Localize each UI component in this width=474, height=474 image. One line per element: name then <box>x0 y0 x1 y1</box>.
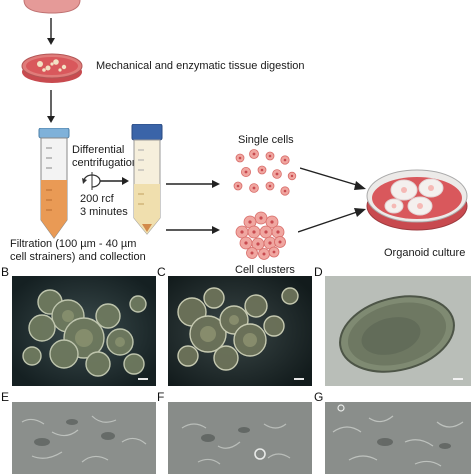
micrograph-panel-g <box>325 402 471 474</box>
top-dish-partial <box>23 0 81 14</box>
cell-clusters-label: Cell clusters <box>235 264 295 276</box>
organoid-dish <box>366 169 468 231</box>
rotation-icon <box>82 172 101 190</box>
single-cells-illustration <box>233 149 297 196</box>
panel-label-f: F <box>157 390 165 404</box>
panel-label-g: G <box>314 390 324 404</box>
time-label: 3 minutes <box>80 206 128 218</box>
micrograph-panel-c <box>168 276 312 386</box>
centrifuge-tube <box>131 124 163 235</box>
micrograph-panel-b <box>12 276 156 386</box>
panel-label-c: C <box>157 265 166 279</box>
panel-label-e: E <box>1 390 10 404</box>
panel-label-b: B <box>1 265 10 279</box>
micrograph-panel-f <box>168 402 312 474</box>
filtration-label-2: cell strainers) and collection <box>10 251 146 263</box>
filtration-label-1: Filtration (100 µm - 40 µm <box>10 238 137 250</box>
arrow-to-clusters-icon <box>166 226 220 234</box>
single-cells-label: Single cells <box>238 134 294 146</box>
micrograph-panel-e <box>12 402 156 474</box>
arrow-single-to-organoid-icon <box>300 167 366 190</box>
centrifugation-label-1: Differential <box>72 144 125 156</box>
panel-label-d: D <box>314 265 323 279</box>
speed-label: 200 rcf <box>80 193 114 205</box>
organoid-culture-label: Organoid culture <box>384 247 466 259</box>
digestion-label: Mechanical and enzymatic tissue digestio… <box>96 60 305 72</box>
micrograph-panel-d <box>325 276 471 386</box>
cell-clusters-illustration <box>235 211 286 260</box>
arrow-right-icon <box>100 177 129 185</box>
filtration-tube <box>38 128 70 239</box>
arrow-down-icon <box>47 18 55 45</box>
arrow-clusters-to-organoid-icon <box>298 208 366 233</box>
arrow-to-single-cells-icon <box>166 180 220 188</box>
digestion-dish <box>21 53 83 83</box>
arrow-down-icon <box>47 90 55 123</box>
centrifugation-label-2: centrifugation <box>72 157 139 169</box>
